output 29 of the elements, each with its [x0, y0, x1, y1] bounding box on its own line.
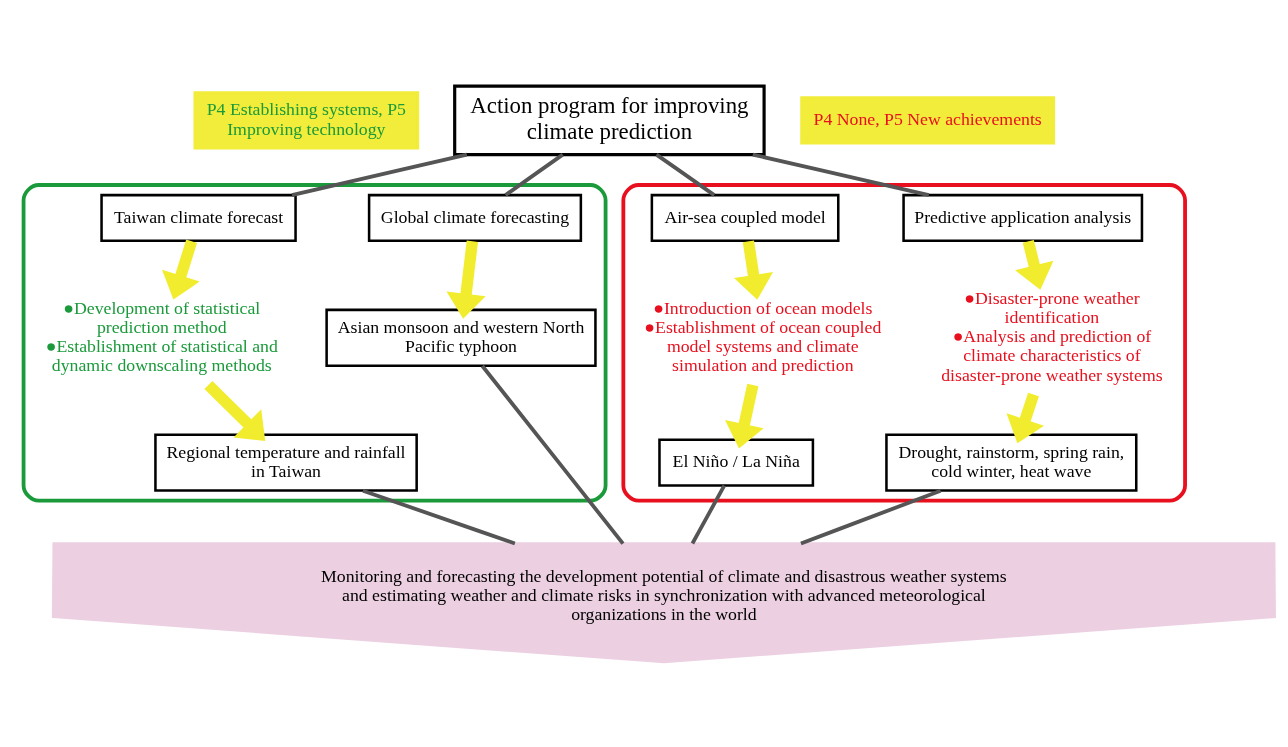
node-box: P4 None, P5 New achievements: [800, 95, 1056, 144]
cluster: [621, 182, 1187, 503]
arrow: [725, 383, 764, 449]
node-text: ●Development of statistical prediction method ●Establishment of statistical and dynamic downscaling methods: [45, 297, 278, 375]
cluster: [21, 182, 608, 503]
arrow: [733, 239, 774, 300]
node-box: Regional temperature and rainfall in Taiwan: [154, 433, 418, 492]
node-box: El Niño / La Niña: [658, 438, 815, 487]
node-text: ●Introduction of ocean models ●Establishment of ocean coupled model systems and climate simulation and prediction: [644, 297, 882, 375]
connector: [690, 484, 726, 544]
node-box: Drought, rainstorm, spring rain, cold winter, heat wave: [885, 433, 1138, 492]
node-box: Air-sea coupled model: [650, 193, 840, 242]
arrow: [162, 239, 200, 300]
node-box: P4 Establishing systems, P5 Improving technology: [193, 90, 420, 149]
node-box: Global climate forecasting: [367, 193, 583, 242]
connector: [480, 364, 625, 545]
connector: [291, 152, 468, 197]
node-box: Asian monsoon and western North Pacific typhoon: [325, 308, 597, 367]
connector: [362, 488, 516, 545]
arrow: [1015, 239, 1054, 290]
connector: [752, 152, 930, 197]
connector: [800, 488, 942, 545]
node-box: Taiwan climate forecast: [100, 193, 297, 242]
node-box: Action program for improving climate prediction: [453, 84, 766, 156]
arrow: [1006, 392, 1044, 443]
node-text: ●Disaster-prone weather identification ●Analysis and prediction of climate characteristics of disaster-prone weather systems: [941, 287, 1163, 384]
arrow: [446, 240, 486, 319]
node-box: Predictive application analysis: [902, 193, 1144, 242]
arrow: [204, 380, 266, 441]
